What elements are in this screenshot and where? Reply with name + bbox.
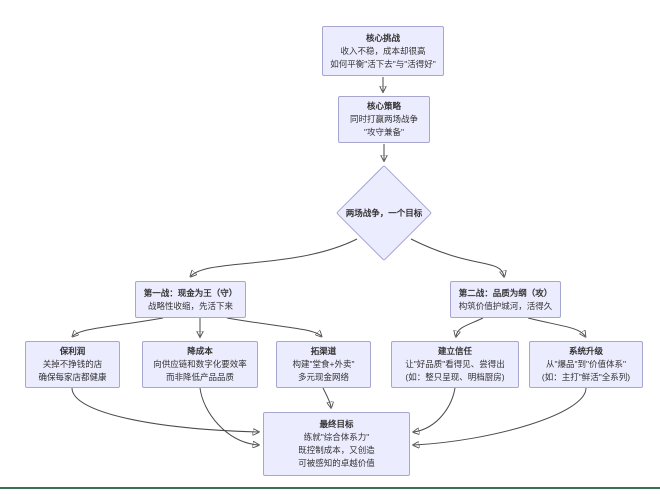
node-core-challenge: 核心挑战 收入不稳，成本却很高 如何平衡"活下去"与"活得好"	[322, 26, 444, 76]
node-profit: 保利润 关掉不挣钱的店 确保每家店都健康	[25, 341, 120, 388]
node-war2: 第二战：品质为纲（攻） 构筑价值护城河，活得久	[450, 281, 561, 318]
node-system: 系统升级 从"爆品"到"价值体系" (如：主打"鲜活"全系列)	[529, 341, 643, 388]
node-line: 让"好品质"看得见、尝得出	[405, 359, 505, 369]
node-line: 确保每家店都健康	[38, 372, 107, 382]
node-line: 向供应链和数字化要效率	[153, 359, 247, 369]
node-line: 构建"堂食+外卖"	[292, 359, 355, 369]
node-decision-label: 两场战争，一个目标	[345, 208, 423, 218]
node-cost: 降成本 向供应链和数字化要效率 而非降低产品品质	[142, 341, 258, 388]
node-line: 多元现金网络	[297, 372, 349, 382]
node-line: 如何平衡"活下去"与"活得好"	[330, 58, 436, 69]
node-title: 拓渠道	[310, 346, 337, 356]
edge-profit-goal	[71, 387, 258, 432]
edge-war2-trust	[456, 317, 484, 336]
node-line: "攻守兼备"	[363, 127, 405, 137]
node-line: 战略性收缩，先活下来	[147, 300, 233, 311]
node-title: 系统升级	[568, 346, 603, 356]
node-title: 降成本	[187, 346, 213, 356]
edge-channel-goal	[322, 387, 331, 407]
edge-war1-profit	[73, 317, 164, 336]
node-war1: 第一战：现金为王（守） 战略性收缩，先活下来	[135, 281, 246, 318]
edge-war2-system	[527, 317, 585, 336]
node-title: 第一战：现金为王（守）	[143, 287, 238, 298]
edge-system-goal	[414, 387, 587, 445]
node-line: (如：主打"鲜活"全系列)	[541, 372, 631, 382]
node-line: 练就"综合体系力"	[303, 432, 370, 442]
edge-war1-channel	[226, 317, 321, 336]
node-core-strategy: 核心策略 同时打赢两场战争 "攻守兼备"	[338, 96, 430, 143]
node-goal: 最终目标 练就"综合体系力" 既控制成本，又创造 可被感知的卓越价值	[263, 412, 410, 476]
node-title: 核心策略	[366, 101, 401, 111]
node-channel: 拓渠道 构建"堂食+外卖" 多元现金网络	[276, 341, 371, 388]
edge-trust-goal	[414, 387, 456, 432]
node-line: 收入不稳，成本却很高	[340, 45, 426, 56]
footer-divider	[0, 487, 660, 489]
node-line: 而非降低产品品质	[165, 372, 234, 382]
node-line: 从"爆品"到"价值体系"	[545, 359, 627, 369]
node-line: 构筑价值护城河，活得久	[458, 300, 553, 311]
node-line: 可被感知的卓越价值	[298, 458, 375, 468]
node-line: (如：整只呈现、明档厨房)	[405, 372, 505, 382]
node-title: 最终目标	[319, 419, 354, 429]
node-title: 核心挑战	[365, 32, 400, 43]
edge-decision-war1	[191, 238, 358, 276]
edge-cost-goal	[199, 387, 258, 445]
node-line: 既控制成本，又创造	[298, 445, 375, 455]
edge-decision-war2	[410, 238, 504, 276]
node-title: 保利润	[59, 346, 86, 356]
node-title: 建立信任	[437, 346, 472, 356]
node-title: 第二战：品质为纲（攻）	[458, 287, 553, 298]
node-line: 同时打赢两场战争	[349, 114, 418, 124]
node-trust: 建立信任 让"好品质"看得见、尝得出 (如：整只呈现、明档厨房)	[391, 341, 519, 388]
node-line: 关掉不挣钱的店	[42, 359, 103, 369]
